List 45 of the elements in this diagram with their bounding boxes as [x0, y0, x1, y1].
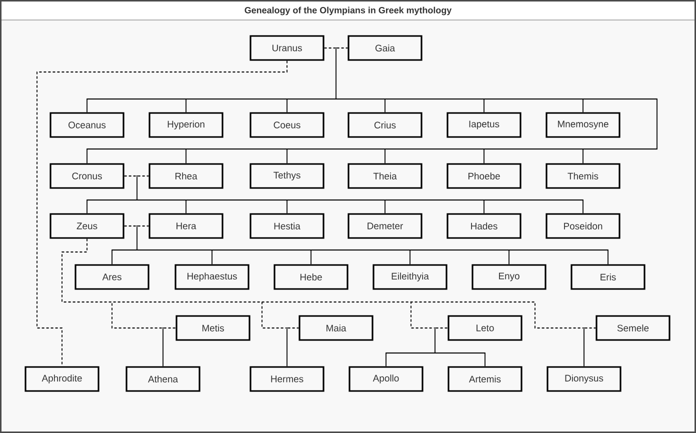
person-box: Uranus — [250, 35, 324, 61]
person-box: Enyo — [472, 264, 546, 290]
person-box: Rhea — [148, 163, 224, 189]
person-box: Hades — [446, 213, 522, 239]
person-box: Oceanus — [50, 112, 124, 138]
descent-line — [162, 328, 164, 367]
descent-line — [286, 328, 288, 367]
title: Genealogy of the Olympians in Greek mythology — [244, 6, 452, 16]
person-box: Themis — [546, 163, 620, 189]
person-box: Theia — [348, 163, 422, 189]
person-box: Hyperion — [148, 112, 224, 138]
person-box: Zeus — [50, 213, 124, 239]
descent-line — [86, 176, 584, 214]
person-box: Semele — [596, 315, 670, 341]
person-box: Artemis — [448, 366, 522, 392]
person-box: Hestia — [250, 213, 324, 239]
person-box: Demeter — [348, 213, 422, 239]
person-box: Hebe — [274, 264, 348, 290]
person-box: Eileithyia — [372, 264, 448, 290]
person-box: Phoebe — [446, 163, 522, 189]
person-box: Crius — [348, 112, 422, 138]
person-box: Mnemosyne — [546, 112, 620, 138]
person-box: Aphrodite — [24, 366, 100, 392]
person-box: Hermes — [250, 366, 324, 392]
descent-line — [86, 48, 658, 164]
person-box: Maia — [298, 315, 374, 341]
person-box: Iapetus — [446, 112, 522, 138]
person-box: Eris — [570, 264, 646, 290]
person-box: Leto — [448, 315, 522, 341]
descent-line — [386, 328, 486, 367]
person-box: Gaia — [348, 35, 422, 61]
person-box: Metis — [176, 315, 250, 341]
descent-line — [112, 226, 608, 265]
person-box: Tethys — [250, 163, 324, 189]
person-box: Athena — [126, 366, 200, 392]
person-box: Ares — [74, 264, 150, 290]
person-box: Coeus — [250, 112, 324, 138]
person-box: Poseidon — [546, 213, 620, 239]
person-box: Cronus — [50, 163, 124, 189]
person-box: Dionysus — [546, 366, 622, 392]
marriage-line — [36, 60, 288, 367]
person-box: Apollo — [348, 366, 424, 392]
person-box: Hera — [148, 213, 224, 239]
marriage-line — [62, 238, 584, 328]
person-box: Hephaestus — [174, 264, 250, 290]
